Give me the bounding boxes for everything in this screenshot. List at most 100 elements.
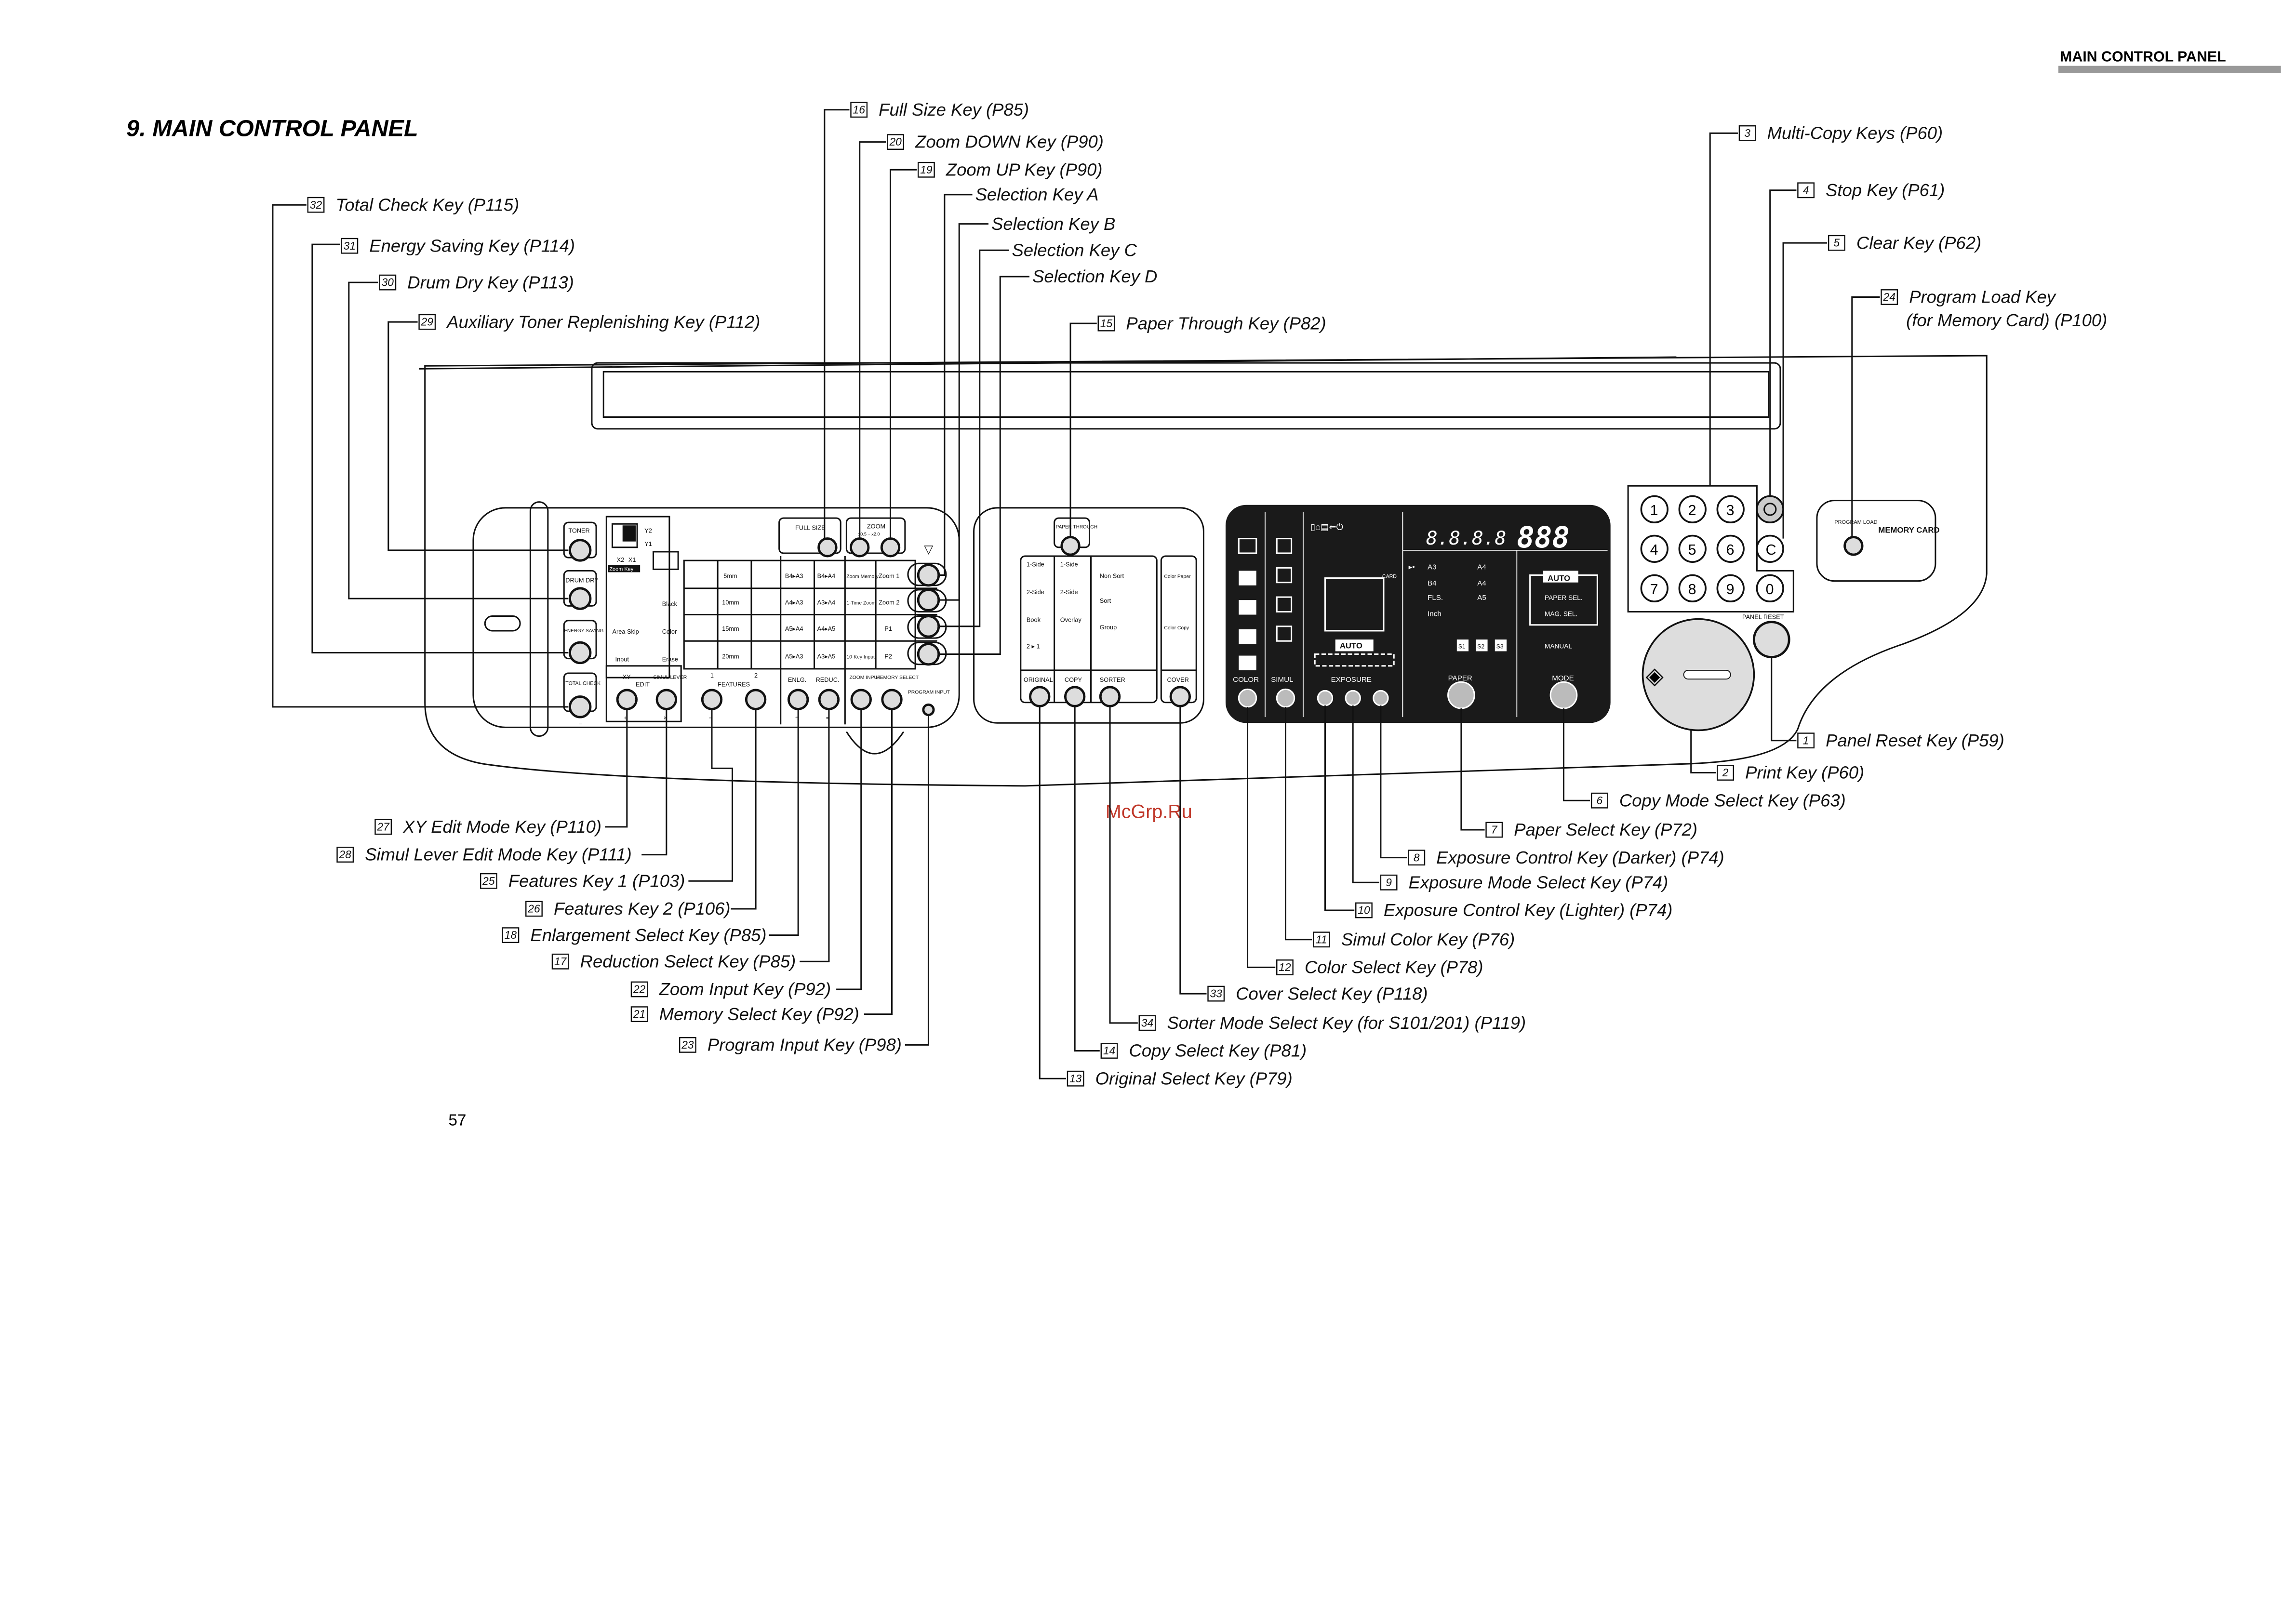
features-key-1[interactable] [701, 689, 723, 710]
sorter-mode-select-key[interactable] [1099, 686, 1121, 707]
leader-line [836, 709, 862, 990]
callout-number-box [1590, 792, 1608, 809]
cover-select-key[interactable] [1169, 686, 1191, 707]
cover-color-paper: Color Paper [1164, 574, 1191, 580]
program-input-key[interactable] [922, 703, 935, 716]
callout-number-box [1380, 874, 1398, 891]
middle-subpanel [973, 507, 1204, 724]
zoom-input-key[interactable] [850, 689, 872, 710]
callout-number-box [1097, 315, 1115, 332]
selection-key-d[interactable] [917, 642, 940, 666]
size-a4r: A4 [1477, 563, 1486, 571]
simul-color-key[interactable] [1276, 688, 1295, 708]
stop-key[interactable] [1756, 495, 1784, 524]
program-load-key[interactable] [1843, 536, 1864, 556]
total-check-key[interactable] [568, 695, 592, 718]
callout-label: Selection Key D [1032, 266, 1157, 286]
leader-line [1109, 706, 1138, 1024]
memory-select-label: MEMORY SELECT [876, 675, 919, 680]
features-1-label: 1 [710, 672, 714, 679]
callout-number: 5 [1834, 237, 1840, 249]
keypad-key-9[interactable] [1716, 574, 1745, 603]
orig-1side: 1-Side [1027, 560, 1044, 568]
keypad-key-C[interactable] [1756, 534, 1784, 563]
callout-number: 3 [1744, 127, 1750, 139]
copy-select-key[interactable] [1064, 686, 1086, 707]
selection-key-b[interactable] [917, 588, 940, 612]
keypad-key-2[interactable] [1678, 495, 1707, 524]
total-check-label: TOTAL CHECK [565, 680, 601, 686]
xy-label: XY [623, 673, 631, 680]
zoom-up-key[interactable] [880, 537, 901, 558]
selection-key-c[interactable] [917, 615, 940, 638]
watermark: McGrp.Ru [1106, 801, 1192, 823]
callout-number-box [502, 927, 520, 944]
display-right: 888 [1517, 521, 1570, 555]
keypad-key-3[interactable] [1716, 495, 1745, 524]
callout-label: Program Load Key [1909, 287, 2057, 307]
reduction-select-key[interactable] [818, 689, 840, 710]
exposure-lighter-key[interactable] [1317, 690, 1334, 706]
callout-number-box [1276, 959, 1294, 975]
energy-saving-key[interactable] [568, 641, 592, 665]
grid-10key-input: 10-Key Input [846, 655, 875, 660]
size-a5: A5 [1477, 594, 1486, 602]
xy-edit-mode-key[interactable] [616, 689, 638, 710]
grid-a3a5: A3▸A5 [817, 653, 836, 660]
features-2-label: 2 [754, 672, 758, 679]
card-label: CARD [1382, 574, 1397, 580]
leader-line [769, 709, 799, 936]
callout-number: 10 [1358, 904, 1370, 917]
callout-number-box [341, 238, 359, 254]
zoom-down-key[interactable] [850, 537, 870, 558]
keypad-key-5[interactable] [1678, 534, 1707, 563]
left-subpanel [472, 507, 960, 728]
size-inch: Inch [1428, 610, 1442, 618]
keypad-key-4[interactable] [1640, 534, 1669, 563]
keypad-key-label: 8 [1688, 582, 1696, 598]
minus-sign-2: − [709, 714, 712, 721]
toner-key[interactable] [568, 539, 592, 562]
callout-label: Auxiliary Toner Replenishing Key (P112) [446, 312, 760, 332]
enlargement-select-key[interactable] [787, 689, 809, 710]
simul-lever-label: SIMUL LEVER [654, 675, 687, 680]
full-size-key[interactable] [817, 537, 838, 558]
color-select-key[interactable] [1238, 688, 1257, 708]
keypad-key-0[interactable] [1756, 574, 1784, 603]
leader-line [800, 709, 830, 962]
features-key-2[interactable] [745, 689, 767, 710]
drum-dry-key[interactable] [568, 587, 592, 610]
leader-line [1851, 296, 1880, 537]
callout-label: Original Select Key (P79) [1095, 1068, 1293, 1088]
exposure-auto-label: AUTO [1340, 641, 1362, 650]
middle-keys: PAPER THROUGH 1-Side 2-Side Book 2 ▸ 1 1… [1020, 517, 1197, 707]
memory-select-key[interactable] [881, 689, 903, 710]
edit-x1: X1 [628, 556, 636, 563]
callout-number: 13 [1069, 1072, 1082, 1085]
paper-select-key[interactable] [1447, 681, 1475, 709]
orig-2to1: 2 ▸ 1 [1027, 642, 1040, 650]
keypad-key-1[interactable] [1640, 495, 1669, 524]
keypad-key-7[interactable] [1640, 574, 1669, 603]
selection-grid: 5mm 10mm 15mm 20mm B4▸A3 B4▸A4 A4▸A3 A3▸… [683, 517, 947, 725]
cover-color-copy: Color Copy [1164, 625, 1189, 631]
exposure-darker-key[interactable] [1373, 690, 1389, 706]
callout-number: 4 [1803, 184, 1809, 196]
callout-number: 9 [1386, 876, 1392, 889]
keypad-key-6[interactable] [1716, 534, 1745, 563]
copy-mode-select-key[interactable] [1549, 681, 1578, 709]
callout-number: 15 [1100, 317, 1113, 330]
simul-lever-edit-mode-key[interactable] [655, 689, 678, 710]
original-label: ORIGINAL [1024, 676, 1053, 683]
panel-reset-key[interactable] [1752, 621, 1790, 659]
grid-input: Input [615, 656, 629, 663]
selection-key-a[interactable] [917, 563, 940, 587]
paper-through-label: PAPER THROUGH [1056, 524, 1097, 530]
original-select-key[interactable] [1029, 686, 1051, 707]
paper-through-key[interactable] [1060, 536, 1081, 556]
keypad-key-8[interactable] [1678, 574, 1707, 603]
exposure-mode-select-key[interactable] [1345, 690, 1361, 706]
